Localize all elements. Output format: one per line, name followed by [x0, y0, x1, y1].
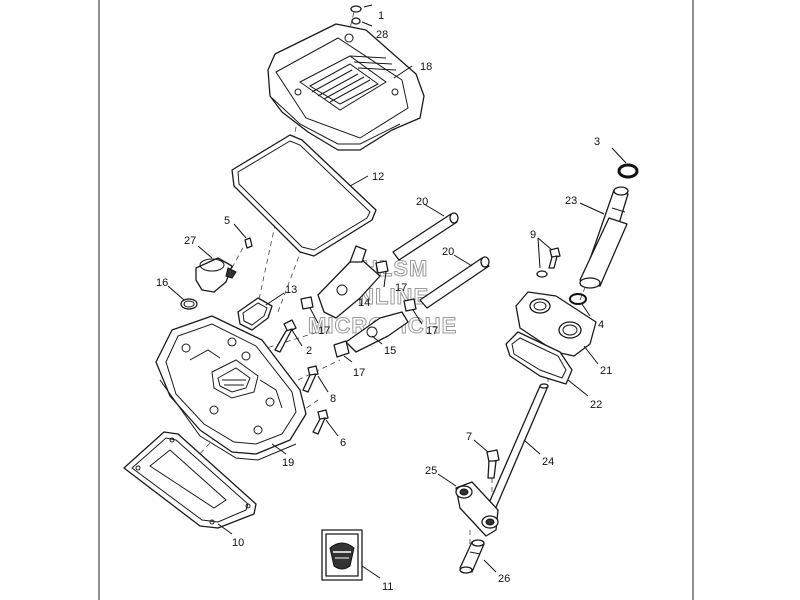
part-9-screws: [536, 247, 561, 278]
part-21-cover: [515, 291, 597, 357]
callout-28: 28: [376, 29, 388, 41]
part-22-gasket: [505, 331, 573, 385]
callout-8: 8: [330, 393, 336, 405]
callout-21: 21: [600, 365, 612, 377]
callout-19: 19: [282, 457, 294, 469]
callout-9: 9: [530, 229, 536, 241]
callout-3: 3: [594, 136, 600, 148]
callout-27: 27: [184, 235, 196, 247]
part-7-bolt: [486, 449, 500, 479]
callout-22: 22: [590, 399, 602, 411]
part-2-bolt: [274, 319, 297, 353]
part-14-rocker-arm: [317, 245, 381, 319]
callout-7: 7: [466, 431, 472, 443]
part-15-rocker-arm: [345, 311, 409, 353]
callout-24: 24: [542, 456, 554, 468]
callout-18: 18: [420, 61, 432, 73]
part-10-gasket: [123, 431, 257, 529]
part-24-pushrod: [485, 383, 549, 513]
callout-13: 13: [285, 284, 297, 296]
part-8-bolt: [302, 365, 319, 393]
part-26-lifter: [459, 539, 485, 574]
callout-labels: 1 28 18 12 3 23 20 20 5 27 9 16 13 14 17…: [156, 10, 612, 593]
part-17-bushings: [300, 260, 417, 358]
part-1-washer: [350, 5, 362, 13]
part-20-rocker-shaft-upper: [392, 212, 459, 261]
part-3-o-ring: [617, 163, 639, 179]
part-23-pushrod-tube: [579, 186, 629, 289]
callout-5: 5: [224, 215, 230, 227]
part-19-rocker-housing: [155, 315, 307, 461]
part-4-o-ring: [569, 293, 587, 305]
part-25-lifter-guide: [455, 481, 499, 537]
callout-20-lower: 20: [442, 246, 454, 258]
callout-17-b: 17: [318, 325, 330, 337]
part-5-screw: [244, 237, 253, 249]
callout-12: 12: [372, 171, 384, 183]
callout-10: 10: [232, 537, 244, 549]
callout-20-upper: 20: [416, 196, 428, 208]
callout-15: 15: [384, 345, 396, 357]
callout-17-a: 17: [395, 282, 407, 294]
callout-26: 26: [498, 573, 510, 585]
callout-25: 25: [425, 465, 437, 477]
callout-14: 14: [358, 297, 370, 309]
part-6-bolt: [312, 409, 329, 435]
part-12-gasket: [231, 134, 377, 257]
callout-4: 4: [598, 319, 604, 331]
callout-6: 6: [340, 437, 346, 449]
part-16-valve: [180, 298, 198, 310]
callout-17-d: 17: [353, 367, 365, 379]
callout-11: 11: [382, 581, 393, 593]
callout-23: 23: [565, 195, 577, 207]
part-13-gasket: [237, 297, 273, 331]
part-18-rocker-cover: [267, 23, 425, 151]
leader-lines: [167, 4, 627, 579]
callout-17-c: 17: [426, 325, 438, 337]
callout-2: 2: [306, 345, 312, 357]
part-27-breather: [195, 257, 237, 293]
part-28-nut: [351, 17, 361, 25]
callout-1: 1: [378, 10, 384, 22]
part-20-rocker-shaft-lower: [419, 256, 490, 309]
callout-16: 16: [156, 277, 168, 289]
part-11-gasket-kit: [321, 529, 363, 581]
